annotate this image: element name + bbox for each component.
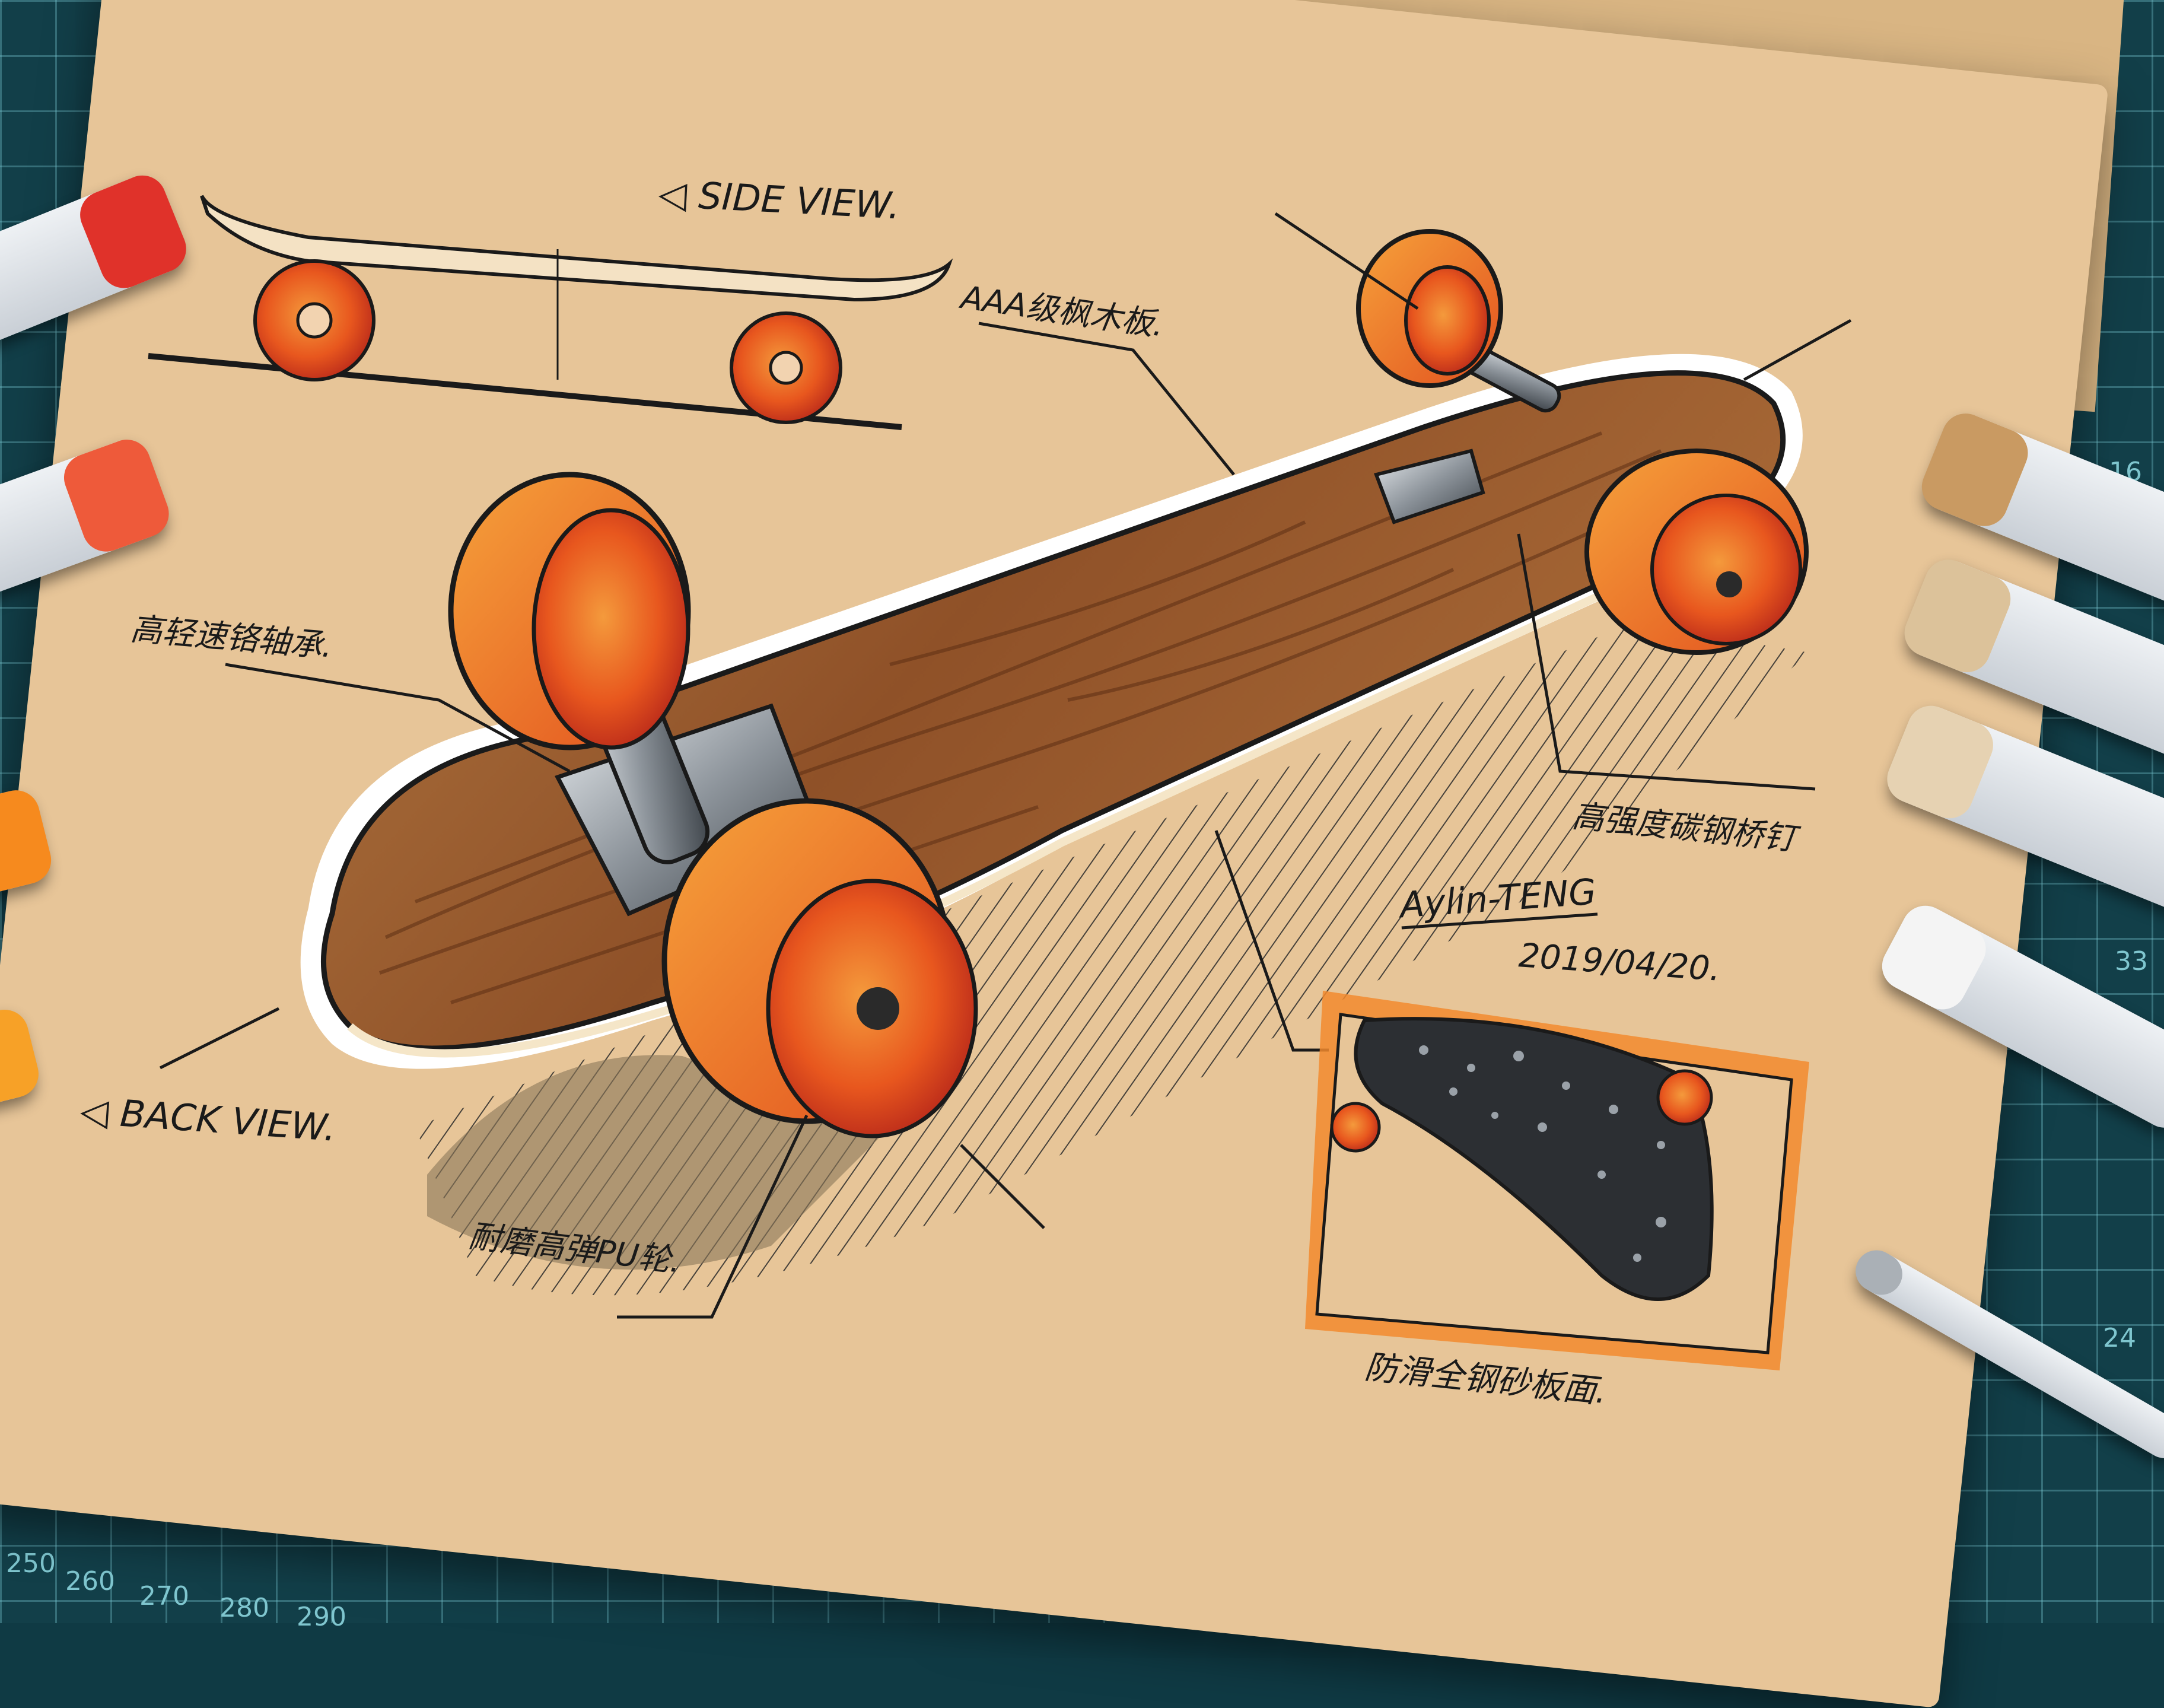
mat-number: 250: [6, 1548, 56, 1579]
mat-number: 33: [2115, 946, 2148, 977]
griptape-detail: [1305, 991, 1809, 1370]
side-view-drawing: [148, 195, 953, 430]
skateboard-sketch: [148, 195, 1852, 1370]
mat-number: 260: [65, 1566, 115, 1596]
mat-number: 270: [139, 1581, 189, 1611]
mat-number: 24: [2103, 1323, 2136, 1353]
mat-number: 280: [219, 1593, 269, 1623]
